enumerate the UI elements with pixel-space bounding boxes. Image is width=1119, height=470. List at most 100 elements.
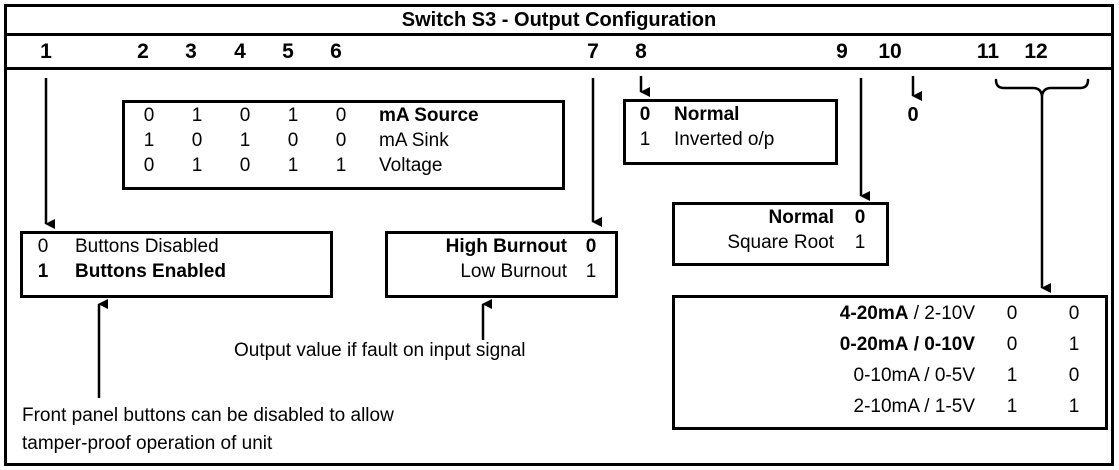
range-separator: / bbox=[924, 365, 935, 386]
bit-cell: 0 bbox=[143, 155, 155, 176]
bit-cell: 1 bbox=[37, 261, 49, 282]
table-row: 0 Buttons Disabled bbox=[23, 234, 330, 259]
switch-number-10: 10 bbox=[878, 40, 902, 63]
bit-cell: 0 bbox=[335, 130, 347, 151]
bit-cell: 0 bbox=[335, 105, 347, 126]
range-voltage: 0-10V bbox=[924, 334, 975, 355]
bit-cell: 0 bbox=[287, 130, 299, 151]
bit-cell: 1 bbox=[1006, 396, 1018, 417]
range-current: 0-20mA bbox=[839, 334, 909, 355]
bit-cell: 1 bbox=[191, 105, 203, 126]
fault-note: Output value if fault on input signal bbox=[234, 340, 526, 361]
bit-cell: 1 bbox=[854, 232, 866, 253]
range-separator: / bbox=[924, 396, 935, 417]
bit-cell: 1 bbox=[239, 130, 251, 151]
range-box: 4-20mA / 2-10V 0 0 0-20mA / 0-10V 0 1 0- bbox=[672, 295, 1108, 430]
switch-number-1: 1 bbox=[40, 40, 52, 63]
table-row: 0-10mA / 0-5V 1 0 bbox=[675, 360, 1105, 391]
buttons-table: 0 Buttons Disabled 1 Buttons Enabled bbox=[23, 234, 330, 284]
bit-cell: 1 bbox=[335, 155, 347, 176]
bit-cell: 1 bbox=[1006, 365, 1018, 386]
table-row: 1 0 1 0 0 mA Sink bbox=[125, 128, 562, 153]
table-row: 1 Buttons Enabled bbox=[23, 259, 330, 284]
range-table: 4-20mA / 2-10V 0 0 0-20mA / 0-10V 0 1 0- bbox=[675, 298, 1105, 422]
burnout-label: Low Burnout bbox=[460, 261, 567, 282]
bit-cell: 1 bbox=[191, 155, 203, 176]
bit-cell: 1 bbox=[287, 105, 299, 126]
diagram-title-row: Switch S3 - Output Configuration bbox=[7, 7, 1111, 34]
range-label: 0-20mA / 0-10V bbox=[675, 329, 981, 360]
table-row: 0 1 0 1 0 mA Source bbox=[125, 103, 562, 128]
table-row: 0 Normal bbox=[626, 102, 835, 127]
bit-cell: 1 bbox=[585, 261, 597, 282]
switch-number-7: 7 bbox=[587, 40, 599, 63]
range-separator: / bbox=[913, 334, 925, 355]
table-row: 2-10mA / 1-5V 1 1 bbox=[675, 391, 1105, 422]
output-type-table: 0 1 0 1 0 mA Source 1 0 1 0 0 mA Sink 0 … bbox=[125, 103, 562, 178]
buttons-label: Buttons Enabled bbox=[75, 261, 226, 282]
buttons-note-line-1: Front panel buttons can be disabled to a… bbox=[22, 405, 394, 426]
burnout-label: High Burnout bbox=[445, 236, 567, 257]
bit-cell: 0 bbox=[37, 236, 49, 257]
output-type-box: 0 1 0 1 0 mA Source 1 0 1 0 0 mA Sink 0 … bbox=[122, 100, 565, 190]
table-row: Normal 0 bbox=[675, 205, 886, 230]
range-voltage: 1-5V bbox=[934, 396, 975, 417]
bit-cell: 0 bbox=[854, 207, 866, 228]
switch-number-5: 5 bbox=[282, 40, 294, 63]
output-type-label: mA Source bbox=[379, 105, 479, 126]
table-row: High Burnout 0 bbox=[388, 234, 615, 259]
table-row: 4-20mA / 2-10V 0 0 bbox=[675, 298, 1105, 329]
table-row: 0 1 0 1 1 Voltage bbox=[125, 153, 562, 178]
inversion-box: 0 Normal 1 Inverted o/p bbox=[623, 99, 838, 165]
bit-cell: 1 bbox=[1068, 334, 1080, 355]
table-row: Low Burnout 1 bbox=[388, 259, 615, 284]
bit-cell: 0 bbox=[239, 105, 251, 126]
range-label: 4-20mA / 2-10V bbox=[675, 298, 981, 329]
bit-cell: 0 bbox=[1068, 365, 1080, 386]
bit-cell: 1 bbox=[639, 129, 651, 150]
bit-cell: 0 bbox=[239, 155, 251, 176]
range-label: 0-10mA / 0-5V bbox=[675, 360, 981, 391]
buttons-note-line-2: tamper-proof operation of unit bbox=[22, 433, 273, 454]
number-row-divider-rule bbox=[7, 67, 1111, 70]
range-voltage: 0-5V bbox=[934, 365, 975, 386]
bit-cell: 0 bbox=[585, 236, 597, 257]
linearisation-box: Normal 0 Square Root 1 bbox=[672, 202, 889, 266]
page-title: Switch S3 - Output Configuration bbox=[401, 9, 717, 31]
switch-number-8: 8 bbox=[635, 40, 647, 63]
linearisation-label: Normal bbox=[768, 207, 834, 228]
bit-cell: 0 bbox=[191, 130, 203, 151]
switch-number-row: 1 2 3 4 5 6 7 8 9 10 11 12 bbox=[0, 36, 1119, 67]
output-type-label: mA Sink bbox=[379, 130, 449, 151]
switch-number-11: 11 bbox=[976, 40, 1000, 63]
switch-number-12: 12 bbox=[1024, 40, 1048, 63]
bit-cell: 1 bbox=[287, 155, 299, 176]
switch-number-6: 6 bbox=[330, 40, 342, 63]
position-10-value: 0 bbox=[907, 104, 919, 126]
bit-cell: 1 bbox=[143, 130, 155, 151]
inversion-table: 0 Normal 1 Inverted o/p bbox=[626, 102, 835, 152]
bit-cell: 1 bbox=[1068, 396, 1080, 417]
linearisation-table: Normal 0 Square Root 1 bbox=[675, 205, 886, 255]
switch-number-9: 9 bbox=[836, 40, 848, 63]
burnout-table: High Burnout 0 Low Burnout 1 bbox=[388, 234, 615, 284]
range-voltage: 2-10V bbox=[924, 303, 975, 324]
range-separator: / bbox=[913, 303, 925, 324]
switch-number-2: 2 bbox=[137, 40, 149, 63]
bit-cell: 0 bbox=[1068, 303, 1080, 324]
bit-cell: 0 bbox=[639, 104, 651, 125]
range-current: 4-20mA bbox=[839, 303, 909, 324]
output-type-label: Voltage bbox=[379, 155, 443, 176]
bit-cell: 0 bbox=[1006, 334, 1018, 355]
bit-cell: 0 bbox=[143, 105, 155, 126]
range-label: 2-10mA / 1-5V bbox=[675, 391, 981, 422]
burnout-box: High Burnout 0 Low Burnout 1 bbox=[385, 231, 618, 298]
buttons-box: 0 Buttons Disabled 1 Buttons Enabled bbox=[20, 231, 333, 298]
inversion-label: Normal bbox=[674, 104, 740, 125]
switch-number-4: 4 bbox=[234, 40, 246, 63]
range-current: 0-10mA bbox=[853, 365, 920, 386]
inversion-label: Inverted o/p bbox=[674, 129, 775, 150]
table-row: 0-20mA / 0-10V 0 1 bbox=[675, 329, 1105, 360]
bit-cell: 0 bbox=[1006, 303, 1018, 324]
